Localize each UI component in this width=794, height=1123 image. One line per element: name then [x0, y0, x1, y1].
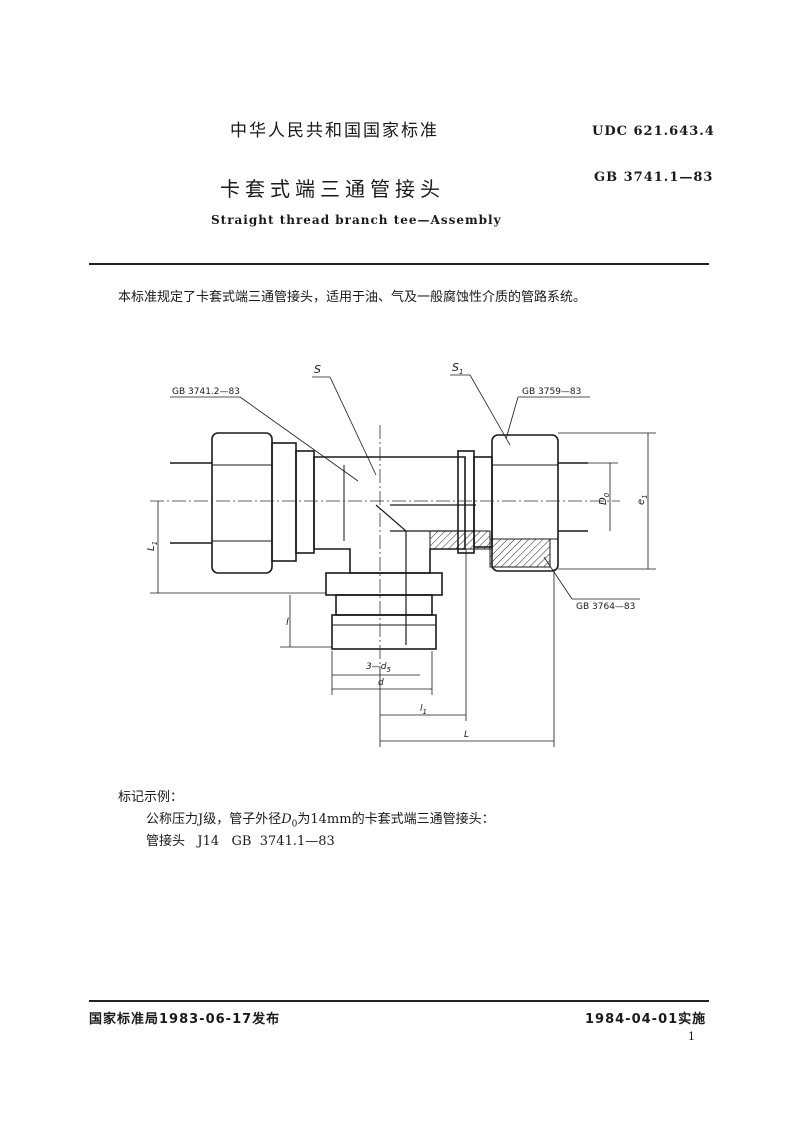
label-e1: e1 [636, 494, 649, 505]
label-d0: D0 [598, 492, 611, 505]
label-s: S [314, 363, 321, 376]
document-title: 卡套式端三通管接头 [220, 177, 445, 201]
label-gb-bottom: GB 3764—83 [576, 602, 635, 612]
issued-date: 国家标准局1983-06-17发布 [89, 1012, 281, 1027]
label-s1: S1 [452, 361, 463, 376]
label-L: L [464, 730, 469, 740]
national-standard-title: 中华人民共和国国家标准 [230, 121, 439, 141]
branch-collar [325, 572, 443, 596]
example-line-2: 管接头 J14 GB 3741.1—83 [146, 834, 335, 849]
label-d5: 3—d5 [366, 662, 391, 674]
tee-fitting-drawing: GB 3741.2—83 S S1 GB 3759—83 GB 3764—83 … [146, 361, 656, 747]
example-variable: D [281, 812, 292, 827]
label-gb-right: GB 3759—83 [522, 387, 581, 397]
header-divider [89, 263, 709, 265]
standard-number: GB 3741.1—83 [594, 170, 714, 185]
branch-thread [331, 614, 437, 650]
example-line-1: 公称压力J级，管子外径D0为14mm的卡套式端三通管接头： [146, 808, 495, 830]
example-line-1-suffix: 为14mm的卡套式端三通管接头： [297, 812, 495, 827]
effective-date: 1984-04-01实施 [585, 1012, 707, 1027]
intro-paragraph: 本标准规定了卡套式端三通管接头，适用于油、气及一般腐蚀性介质的管路系统。 [118, 290, 587, 305]
left-collar [271, 442, 297, 562]
label-L1: L1 [146, 541, 159, 551]
tee-body [313, 456, 466, 574]
udc-code: UDC 621.643.4 [592, 124, 715, 139]
example-heading: 标记示例： [118, 790, 184, 805]
footer-divider [89, 1000, 709, 1002]
label-gb-left: GB 3741.2—83 [172, 387, 240, 397]
label-l: l [286, 617, 289, 628]
label-d: d [378, 678, 384, 688]
page-number: 1 [688, 1030, 695, 1043]
label-l1: l1 [420, 704, 427, 716]
english-title: Straight thread branch tee—Assembly [211, 213, 502, 227]
example-variable-sub: 0 [291, 819, 298, 830]
example-line-1-prefix: 公称压力J级，管子外径 [146, 812, 282, 827]
left-nut [211, 432, 273, 574]
